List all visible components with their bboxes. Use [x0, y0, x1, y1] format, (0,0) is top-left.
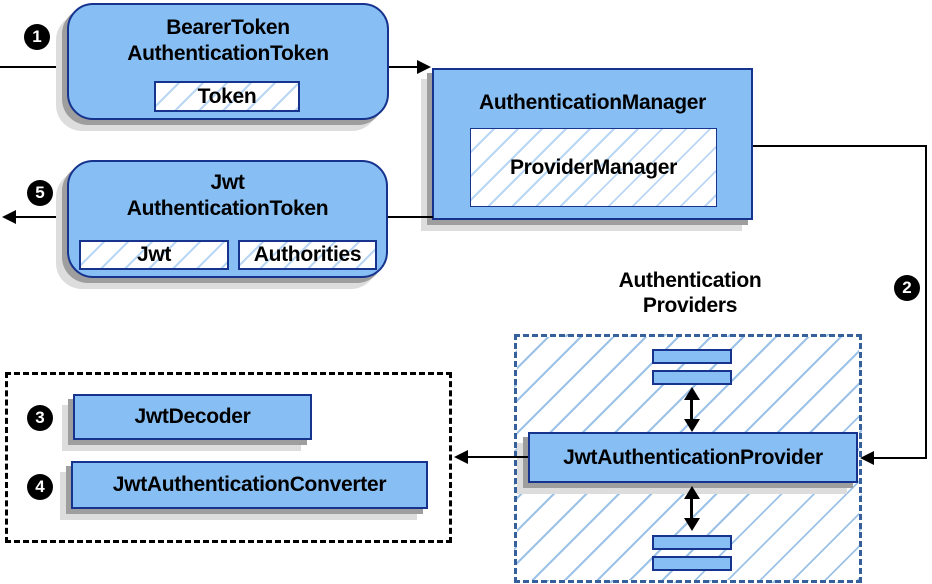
- step-4-number: 4: [35, 477, 45, 496]
- authentication-providers-group: JwtAuthenticationProvider: [514, 334, 862, 583]
- jwt-field: Jwt: [79, 240, 229, 270]
- step-2-number: 2: [902, 278, 912, 297]
- step-1-badge: 1: [24, 24, 50, 50]
- provider-placeholder-bar-bottom-2: [652, 556, 732, 571]
- arrowhead-right-icon: [417, 60, 431, 74]
- double-arrow-top-icon: [684, 387, 700, 432]
- bearer-token-node-title: BearerToken AuthenticationToken: [69, 5, 387, 67]
- flow-line-into-provider: [874, 457, 927, 459]
- authorities-field-label: Authorities: [253, 243, 362, 266]
- bearer-token-title-line1: BearerToken: [166, 16, 290, 39]
- step-5-number: 5: [35, 183, 45, 202]
- provider-manager-label: ProviderManager: [509, 155, 678, 179]
- jwt-helpers-group: JwtDecoder JwtAuthenticationConverter: [5, 372, 452, 543]
- bearer-token-title-line2: AuthenticationToken: [127, 42, 329, 65]
- jwt-authentication-converter-label: JwtAuthenticationConverter: [112, 473, 387, 496]
- flow-line-outgoing: [15, 216, 67, 218]
- bearer-token-authentication-token-node: BearerToken AuthenticationToken Token: [67, 3, 389, 120]
- provider-placeholder-bar-top-1: [652, 349, 732, 364]
- providers-label-line1: Authentication: [618, 269, 762, 292]
- jwt-decoder-node: JwtDecoder: [73, 394, 312, 440]
- step-1-number: 1: [32, 27, 42, 46]
- provider-manager-field: ProviderManager: [470, 128, 717, 207]
- flow-line-down-right-edge: [925, 145, 927, 459]
- token-field-label: Token: [197, 84, 257, 108]
- provider-placeholder-bar-bottom-1: [652, 535, 732, 550]
- flow-line-manager-right: [753, 145, 927, 147]
- jwt-token-title-line1: Jwt: [210, 171, 245, 194]
- jwt-decoder-label: JwtDecoder: [134, 405, 251, 428]
- providers-label-line2: Providers: [642, 294, 738, 317]
- flow-line-bearer-to-manager: [389, 66, 418, 68]
- step-3-number: 3: [35, 408, 45, 427]
- jwt-authentication-token-node: Jwt AuthenticationToken Jwt Authorities: [67, 160, 388, 278]
- jwt-authentication-provider-node: JwtAuthenticationProvider: [528, 432, 858, 483]
- authentication-manager-title: AuthenticationManager: [478, 91, 707, 114]
- arrowhead-left-outgoing-icon: [2, 210, 16, 224]
- authentication-providers-label: Authentication Providers: [590, 268, 790, 318]
- flow-line-provider-to-helpers: [468, 456, 528, 458]
- double-arrow-bottom-icon: [684, 486, 700, 531]
- token-field: Token: [154, 81, 300, 112]
- authentication-manager-node: AuthenticationManager ProviderManager: [432, 68, 753, 220]
- jwt-token-title-line2: AuthenticationToken: [126, 197, 329, 220]
- arrowhead-left-helpers-icon: [454, 450, 468, 464]
- jwt-token-node-title: Jwt AuthenticationToken: [69, 162, 386, 222]
- jwt-field-label: Jwt: [136, 243, 172, 266]
- jwt-authentication-converter-node: JwtAuthenticationConverter: [71, 461, 428, 509]
- arrowhead-left-provider-icon: [860, 451, 874, 465]
- flow-line-incoming: [0, 66, 67, 68]
- flow-line-manager-to-jwt-token: [388, 216, 433, 218]
- step-5-badge: 5: [27, 180, 53, 206]
- step-4-badge: 4: [27, 474, 53, 500]
- jwt-authentication-provider-label: JwtAuthenticationProvider: [563, 445, 823, 469]
- step-2-badge: 2: [894, 275, 920, 301]
- provider-placeholder-bar-top-2: [652, 370, 732, 385]
- authorities-field: Authorities: [238, 240, 377, 270]
- step-3-badge: 3: [27, 405, 53, 431]
